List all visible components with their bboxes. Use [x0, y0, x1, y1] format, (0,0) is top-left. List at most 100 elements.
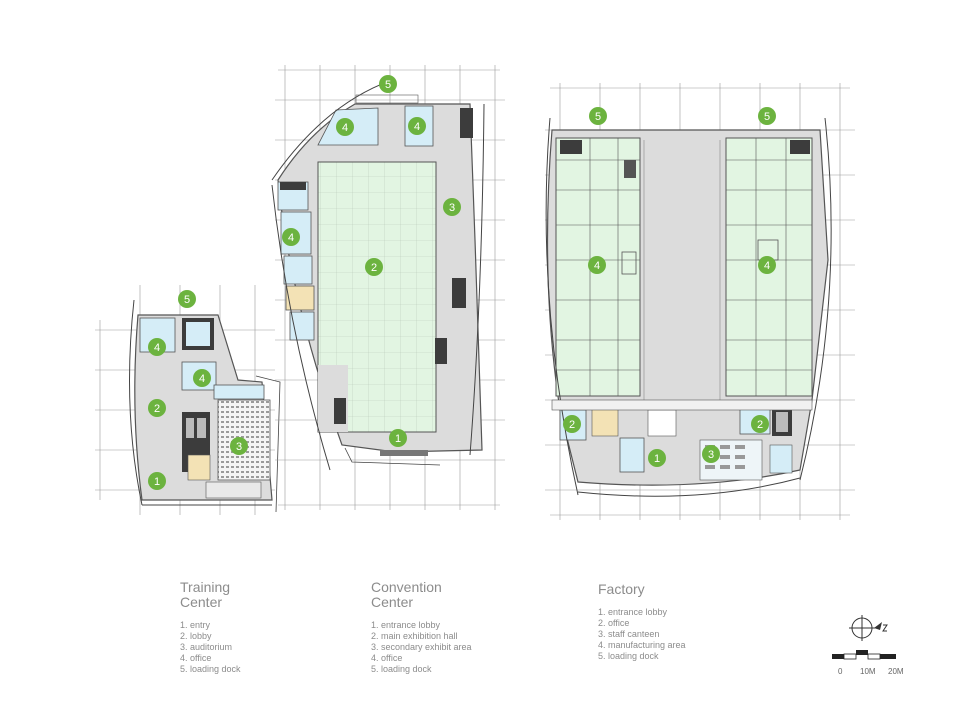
room-marker-convention-4: 4 [282, 228, 300, 246]
legend-item: 1. entry [180, 620, 211, 630]
marker-circle [751, 415, 769, 433]
legend-title-line1: Training [180, 579, 231, 595]
room-marker-factory-5: 5 [758, 107, 776, 125]
legend-list: 1. entrance lobby 2. office 3. staff can… [598, 607, 686, 662]
legend-item: 5. loading dock [371, 664, 432, 674]
marker-circle [702, 445, 720, 463]
marker-number: 5 [764, 111, 770, 123]
scale-bar [832, 650, 896, 660]
marker-circle [148, 338, 166, 356]
marker-number: 1 [154, 476, 160, 488]
legend-item: 2. main exhibition hall [371, 631, 458, 641]
marker-circle [336, 118, 354, 136]
room-marker-factory-1: 1 [648, 449, 666, 467]
marker-number: 1 [395, 433, 401, 445]
room-marker-convention-4: 4 [408, 117, 426, 135]
room-marker-training-4: 4 [148, 338, 166, 356]
legend-training-center: Training Center 1. entry 2. lobby 3. aud… [180, 580, 241, 675]
legend-title-line2: Center [371, 594, 414, 610]
legend-title: Factory [598, 582, 686, 597]
marker-number: 4 [594, 260, 600, 272]
legend-factory: Factory 1. entrance lobby 2. office 3. s… [598, 582, 686, 662]
room-marker-factory-4: 4 [588, 256, 606, 274]
marker-circle [758, 107, 776, 125]
room-marker-training-1: 1 [148, 472, 166, 490]
legend-item: 1. entrance lobby [371, 620, 441, 630]
marker-number: 5 [385, 79, 391, 91]
legend-list: 1. entrance lobby 2. main exhibition hal… [371, 620, 472, 675]
room-marker-training-4: 4 [193, 369, 211, 387]
marker-number: 3 [449, 202, 455, 214]
marker-circle [408, 117, 426, 135]
legend-item: 4. office [180, 653, 212, 663]
marker-number: 4 [764, 260, 770, 272]
room-marker-factory-2: 2 [751, 415, 769, 433]
legend-item: 3. auditorium [180, 642, 233, 652]
marker-circle [443, 198, 461, 216]
convention-center-plan [271, 65, 505, 510]
legend-list: 1. entry 2. lobby 3. auditorium 4. offic… [180, 620, 241, 675]
north-arrow-icon [849, 615, 888, 641]
scale-label-0: 0 [838, 667, 843, 676]
legend-item: 3. secondary exhibit area [371, 642, 472, 652]
marker-circle [365, 258, 383, 276]
marker-circle [379, 75, 397, 93]
room-marker-training-3: 3 [230, 437, 248, 455]
room-marker-factory-4: 4 [758, 256, 776, 274]
scale-label-20m: 20M [888, 667, 904, 676]
marker-circle [148, 472, 166, 490]
training-center-plan [95, 285, 281, 515]
legend-item: 2. office [598, 618, 630, 628]
marker-number: 4 [199, 373, 205, 385]
marker-circle [648, 449, 666, 467]
marker-number: 2 [371, 262, 377, 274]
scale-label-10m: 10M [860, 667, 876, 676]
marker-circle [230, 437, 248, 455]
marker-circle [148, 399, 166, 417]
room-marker-convention-1: 1 [389, 429, 407, 447]
marker-number: 5 [595, 111, 601, 123]
room-marker-convention-4: 4 [336, 118, 354, 136]
marker-number: 5 [184, 294, 190, 306]
marker-circle [588, 256, 606, 274]
legend-title: Training Center [180, 580, 241, 610]
marker-circle [589, 107, 607, 125]
marker-number: 4 [288, 232, 294, 244]
legend-item: 5. loading dock [180, 664, 241, 674]
legend-title: Convention Center [371, 580, 472, 610]
marker-number: 4 [414, 121, 420, 133]
legend-item: 5. loading dock [598, 651, 659, 661]
room-marker-training-2: 2 [148, 399, 166, 417]
room-marker-convention-3: 3 [443, 198, 461, 216]
marker-number: 4 [154, 342, 160, 354]
legend-item: 1. entrance lobby [598, 607, 668, 617]
marker-circle [178, 290, 196, 308]
north-arrow-and-scale: 0 10M 20M [830, 612, 910, 682]
room-marker-factory-3: 3 [702, 445, 720, 463]
marker-number: 1 [654, 453, 660, 465]
room-number-markers: 1 2 3 4 4 5 1 2 3 4 4 4 5 1 2 2 3 4 4 5 5 [148, 75, 776, 490]
legend-title-line2: Center [180, 594, 223, 610]
marker-circle [758, 256, 776, 274]
room-marker-factory-5: 5 [589, 107, 607, 125]
room-marker-convention-2: 2 [365, 258, 383, 276]
marker-circle [389, 429, 407, 447]
marker-circle [563, 415, 581, 433]
factory-plan [545, 83, 855, 520]
legend-title-line1: Factory [598, 581, 645, 597]
marker-number: 2 [569, 419, 575, 431]
legend-convention-center: Convention Center 1. entrance lobby 2. m… [371, 580, 472, 675]
marker-number: 3 [708, 449, 714, 461]
legend-item: 3. staff canteen [598, 629, 660, 639]
marker-number: 2 [154, 403, 160, 415]
marker-circle [282, 228, 300, 246]
legend-item: 4. office [371, 653, 403, 663]
room-marker-factory-2: 2 [563, 415, 581, 433]
marker-number: 2 [757, 419, 763, 431]
legend-item: 4. manufacturing area [598, 640, 686, 650]
room-marker-convention-5: 5 [379, 75, 397, 93]
legend-item: 2. lobby [180, 631, 212, 641]
room-marker-training-5: 5 [178, 290, 196, 308]
marker-number: 3 [236, 441, 242, 453]
